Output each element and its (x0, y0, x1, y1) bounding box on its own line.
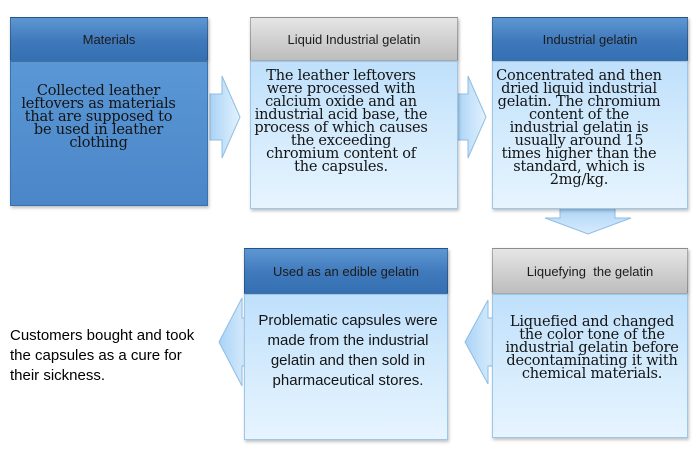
arrow-right-1 (209, 75, 241, 159)
arrow-down-1 (544, 204, 632, 235)
customers-outcome-text: Customers bought and took the capsules a… (10, 327, 195, 384)
liquid-gelatin-title: Liquid Industrial gelatin (287, 31, 421, 47)
liquefying-title: Liquefying the gelatin (526, 263, 654, 279)
liquid-gelatin-header: Liquid Industrial gelatin (250, 17, 458, 61)
industrial-gelatin-body (492, 61, 688, 209)
materials-text: Collected leather leftovers as materials… (21, 83, 176, 151)
industrial-gelatin-text: Concentrated and then dried liquid indus… (496, 68, 662, 188)
edible-gelatin-title: Used as an edible gelatin (273, 263, 419, 279)
liquid-gelatin-text: The leather leftovers were processed wit… (254, 68, 428, 175)
industrial-gelatin-header: Industrial gelatin (492, 17, 688, 61)
liquefying-text: Liquefied and changed the color tone of … (505, 314, 679, 382)
edible-gelatin-header: Used as an edible gelatin (244, 248, 448, 294)
liquefying-header: Liquefying the gelatin (492, 248, 688, 294)
liquid-gelatin-body (250, 61, 458, 209)
materials-header: Materials (10, 17, 208, 61)
liquefying-body (492, 294, 688, 438)
materials-title: Materials (82, 31, 136, 47)
edible-gelatin-body (244, 294, 448, 440)
materials-body (10, 61, 208, 206)
edible-gelatin-text: Problematic capsules were made from the … (258, 312, 438, 389)
arrow-right-2 (455, 75, 487, 159)
industrial-gelatin-title: Industrial gelatin (542, 31, 638, 47)
